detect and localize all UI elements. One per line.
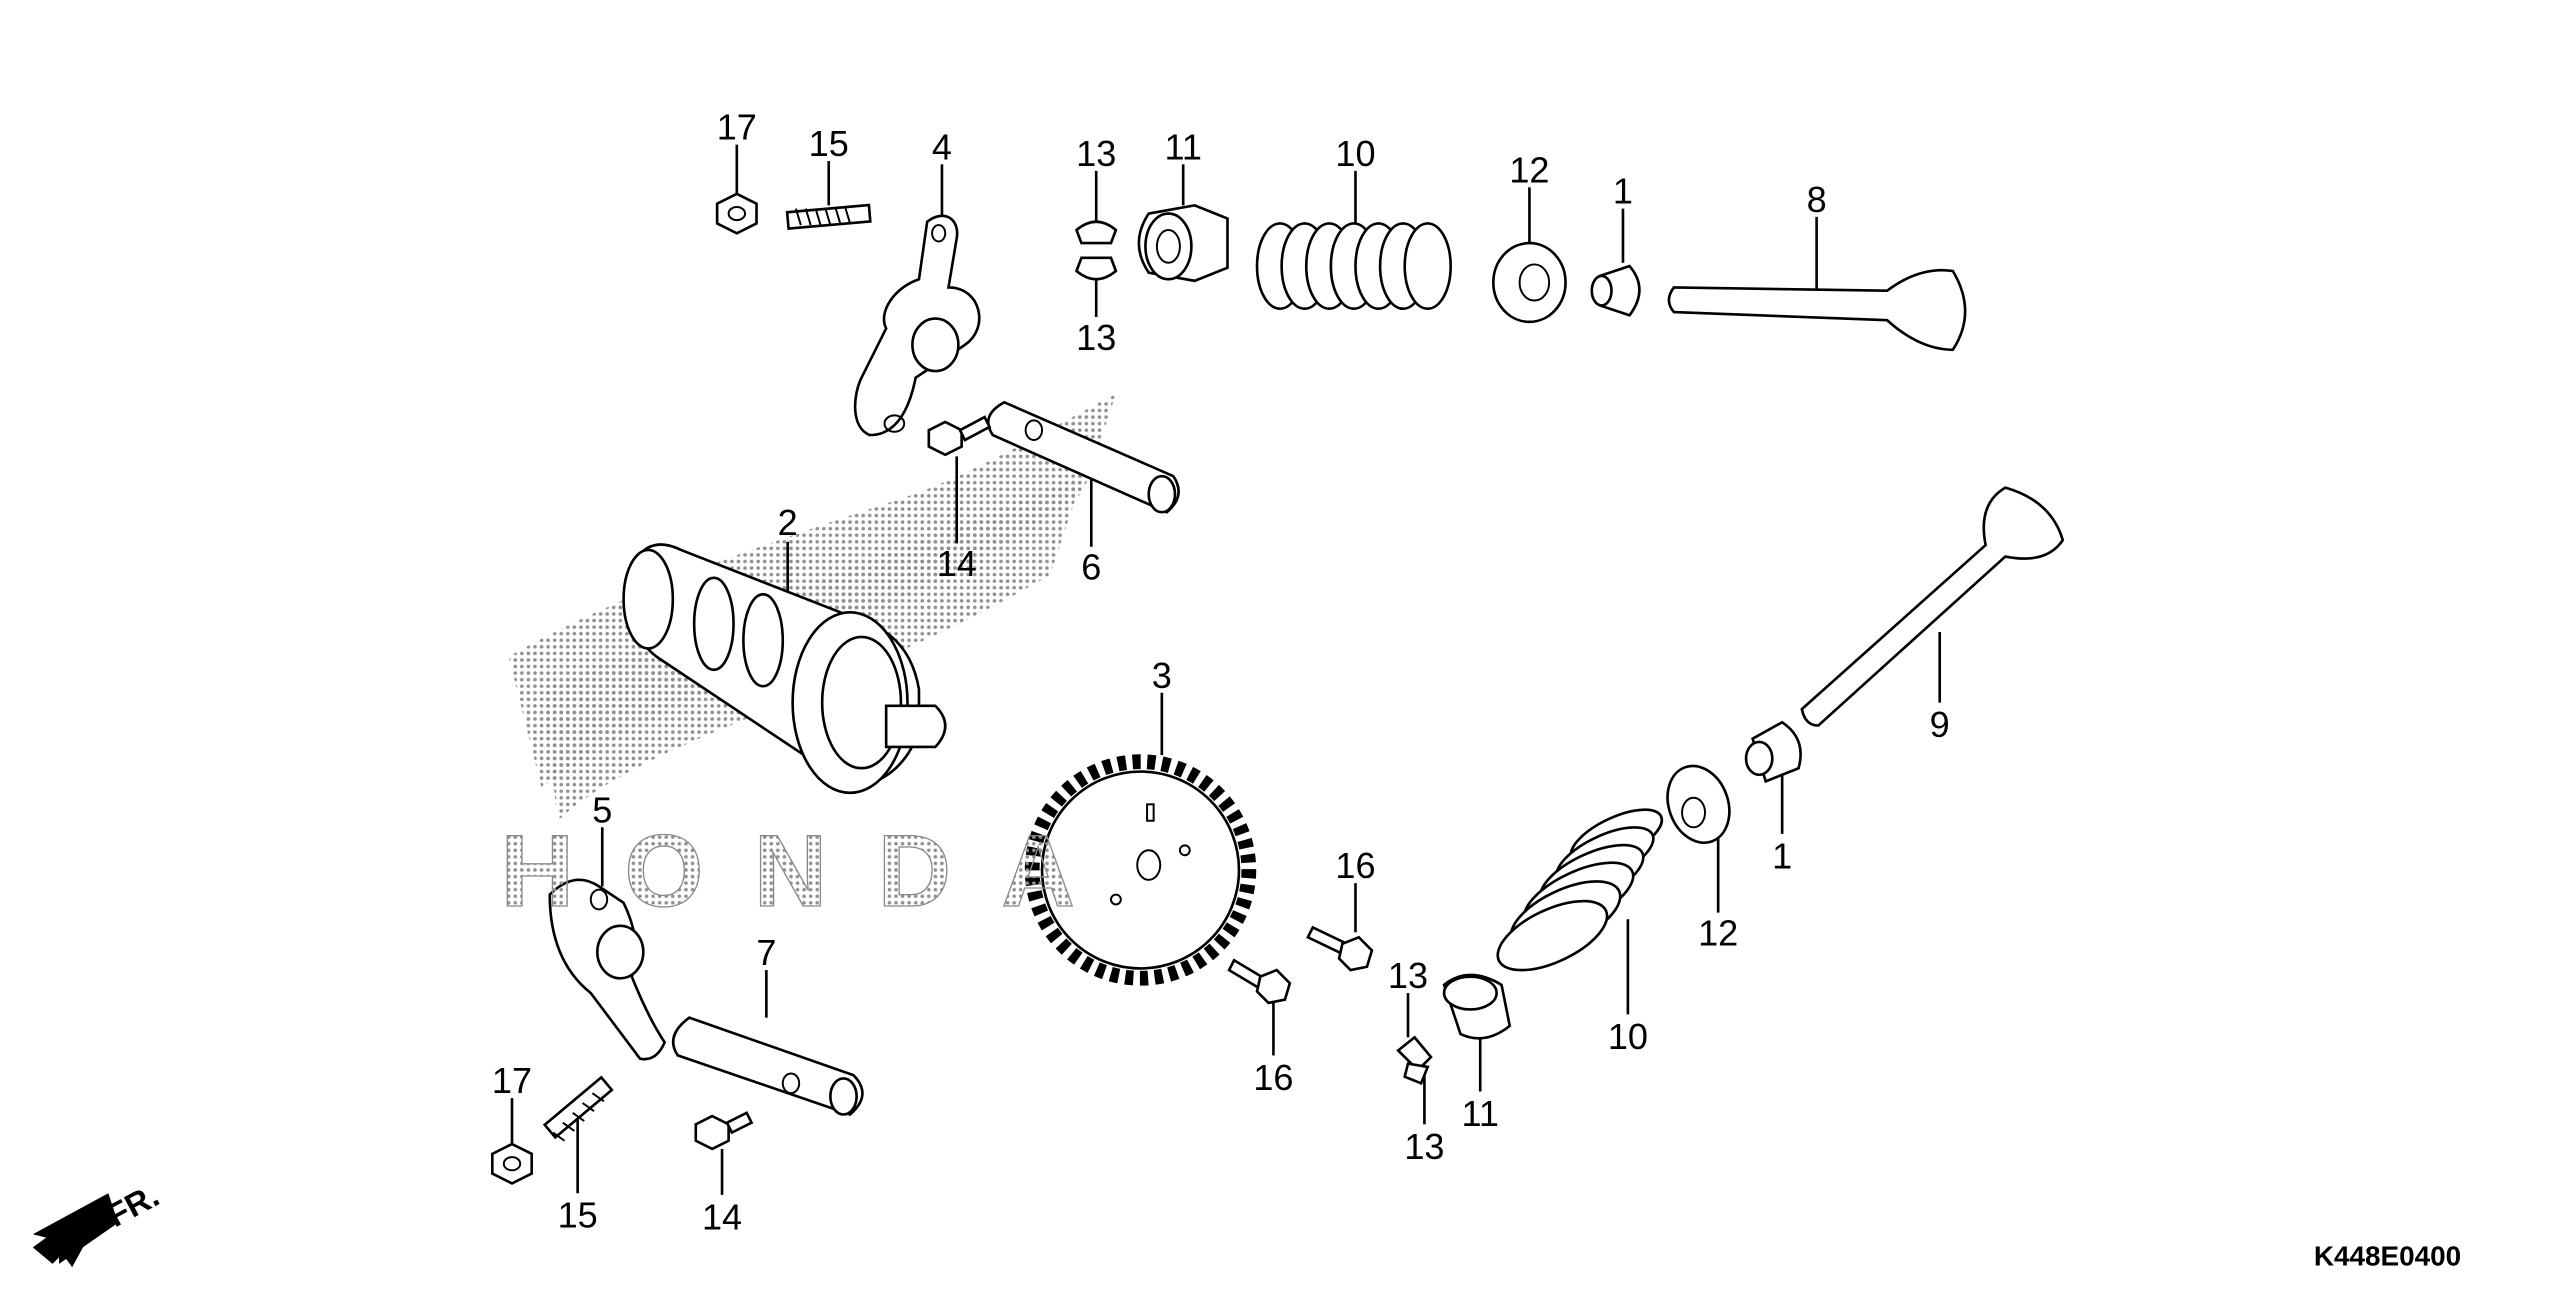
bolt-14-bottom — [694, 1111, 754, 1151]
callout-11: 11 — [1164, 126, 1201, 167]
callout-11: 11 — [1461, 1093, 1498, 1134]
valve-9 — [1800, 486, 2065, 727]
camshaft-2 — [622, 543, 947, 795]
callout-12: 12 — [1698, 912, 1738, 953]
callout-3: 3 — [1152, 655, 1172, 696]
cam-sprocket-3 — [1024, 754, 1257, 986]
callout-12: 12 — [1509, 149, 1549, 190]
callout-13: 13 — [1404, 1126, 1444, 1167]
callout-14: 14 — [702, 1196, 742, 1237]
callout-8: 8 — [1807, 179, 1827, 220]
callout-16: 16 — [1253, 1057, 1293, 1098]
diagram-code: K448E0400 — [2314, 1240, 2461, 1271]
callout-4: 4 — [932, 126, 952, 167]
parts — [490, 192, 2065, 1185]
cotter-13-top — [1074, 220, 1118, 281]
stud-15-top — [785, 203, 872, 231]
callout-10: 10 — [1335, 133, 1375, 174]
callout-7: 7 — [756, 932, 776, 973]
callout-9: 9 — [1930, 704, 1950, 745]
front-direction-indicator: FR. — [32, 1176, 165, 1268]
bolt-16-lower — [1227, 958, 1292, 1005]
spring-seat-12-top — [1492, 241, 1567, 324]
stud-15-bottom — [542, 1075, 614, 1142]
callout-1: 1 — [1613, 171, 1633, 212]
rocker-shaft-6 — [986, 400, 1180, 514]
valve-seal-11-bottom — [1442, 973, 1512, 1040]
nut-17-bottom — [490, 1142, 534, 1185]
callout-14: 14 — [937, 543, 977, 584]
callout-17: 17 — [492, 1060, 532, 1101]
rocker-arm-5 — [548, 878, 667, 1061]
bolt-14-top — [927, 415, 992, 457]
callout-13: 13 — [1388, 955, 1428, 996]
callout-15: 15 — [809, 123, 849, 164]
stem-seal-1-bottom — [1744, 720, 1802, 784]
rocker-shaft-7 — [671, 1016, 864, 1116]
callout-10: 10 — [1608, 1016, 1648, 1057]
arrow-head-icon — [32, 1214, 109, 1268]
nut-17-top — [715, 192, 758, 235]
spring-seat-12-bottom — [1666, 764, 1731, 845]
callout-6: 6 — [1081, 547, 1101, 588]
leader-lines — [510, 144, 1942, 1195]
callout-1: 1 — [1772, 835, 1792, 876]
rocker-arm-4 — [853, 214, 981, 437]
callout-16: 16 — [1335, 845, 1375, 886]
valve-spring-10-bottom — [1496, 808, 1664, 972]
bolt-16-upper — [1306, 925, 1374, 972]
valve-8 — [1667, 268, 1967, 352]
callouts: 17 15 4 13 13 11 10 12 1 8 2 14 6 3 9 5 … — [492, 107, 1950, 1238]
callout-2: 2 — [778, 502, 798, 543]
valve-seal-11-top — [1137, 204, 1229, 283]
stem-seal-1-top — [1590, 264, 1641, 317]
valve-spring-10-top — [1255, 222, 1452, 311]
callout-5: 5 — [592, 789, 612, 830]
callout-13: 13 — [1076, 133, 1116, 174]
callout-17: 17 — [717, 107, 757, 148]
cotter-13-bottom — [1396, 1035, 1433, 1086]
callout-15: 15 — [558, 1195, 598, 1236]
callout-13: 13 — [1076, 317, 1116, 358]
